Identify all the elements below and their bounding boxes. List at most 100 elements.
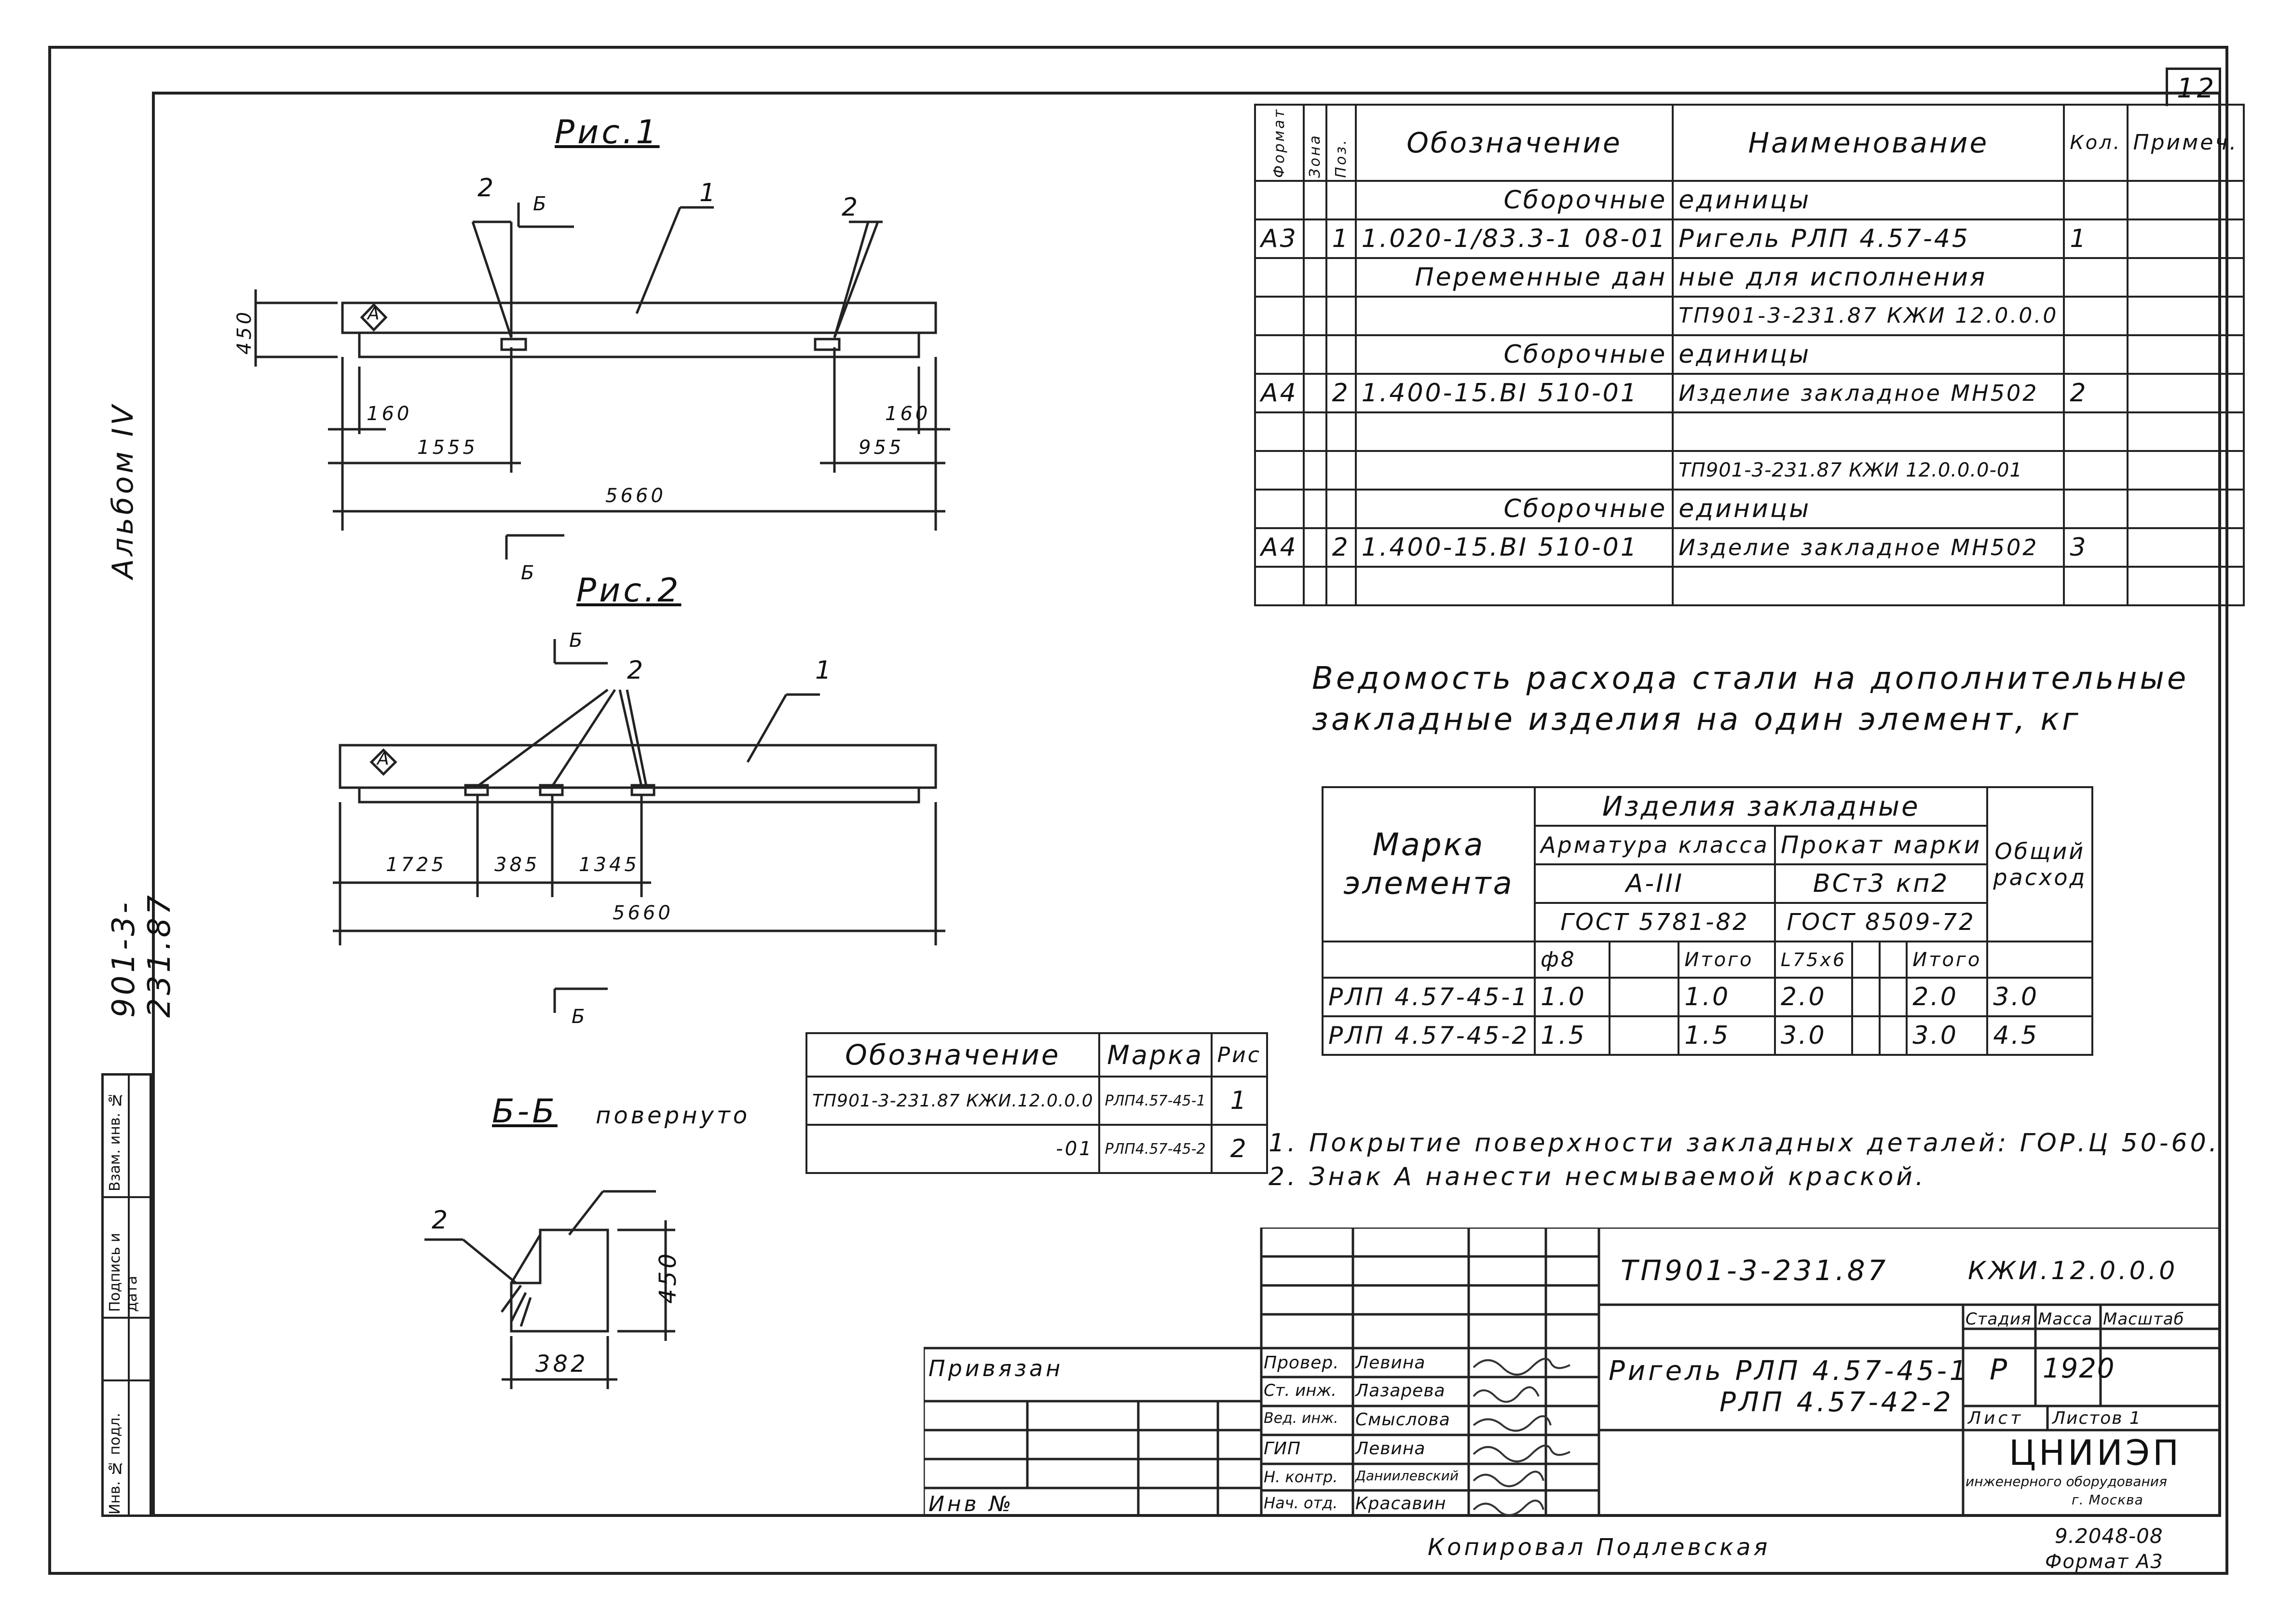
fig1-title: Рис.1 (555, 113, 660, 151)
spec-header-pos: Поз. (1326, 105, 1356, 181)
fig2-marker: А (377, 749, 389, 769)
steel-h-rebar-gost: ГОСТ 5781-82 (1534, 902, 1776, 942)
table-row (1254, 565, 2245, 606)
sheet-number: 12 (2177, 73, 2217, 104)
stamp-code: ТП901-3-231.87 (1621, 1254, 1889, 1287)
fig1-dim-right-edge: 160 (885, 403, 931, 425)
footer-copied: Копировал Подлевская (1428, 1534, 1771, 1561)
signatures (1473, 1358, 1570, 1516)
stamp-stage-h: Стадия (1965, 1310, 2032, 1329)
variants-h-fig: Рис (1210, 1032, 1268, 1078)
section-pos: 2 (432, 1206, 451, 1235)
stamp-stage: Р (1990, 1353, 2010, 1387)
signer-role-1: Провер. (1264, 1353, 1339, 1373)
signer-name-2: Лазарева (1355, 1381, 1446, 1401)
steel-h-rolled: Прокат марки (1774, 825, 1989, 865)
fig2-pos1: 1 (815, 656, 834, 685)
stamp-sheet-h: Лист (1968, 1408, 2024, 1428)
fig1-dim-height: 450 (233, 309, 256, 355)
fig2-beam-bottom (358, 786, 920, 804)
stamp-sheets-h: Листов 1 (2052, 1408, 2142, 1428)
drawing-frame (152, 92, 2221, 1517)
steel-h-rebar: Арматура класса (1534, 825, 1776, 865)
figures-drawing (254, 203, 950, 1389)
note-1: 1. Покрытие поверхности закладных детале… (1269, 1129, 2220, 1158)
variants-table: Обозначение Марка Рис ТП901-3-231.87 КЖИ… (805, 1032, 1268, 1174)
stamp-org-sub2: г. Москва (2072, 1492, 2143, 1508)
section-shape (510, 1228, 609, 1333)
spec-header-designation: Обозначение (1354, 104, 1674, 182)
fig1-pos2b: 2 (842, 193, 861, 222)
note-2: 2. Знак А нанести несмываемой краской. (1269, 1162, 1926, 1191)
table-row: -01 РЛП4.57-45-2 2 (805, 1124, 1268, 1174)
fig2-dim-2: 385 (494, 854, 540, 876)
fig2-title: Рис.2 (576, 572, 682, 610)
signer-name-5: Даниилевский (1355, 1468, 1459, 1484)
fig2-embed-3 (630, 784, 655, 796)
fig1-pos2a: 2 (478, 174, 497, 203)
fig1-cut-top: Б (533, 193, 549, 215)
steel-h-rolled-grade: ВСт3 кп2 (1774, 863, 1989, 904)
fig1-pos1: 1 (699, 178, 719, 207)
fig2-dim-total: 5660 (613, 902, 673, 924)
spec-header-zone: Зона (1303, 105, 1326, 181)
section-note: повернуто (596, 1102, 751, 1129)
signer-name-4: Левина (1355, 1439, 1426, 1459)
fig2-embed-2 (539, 784, 564, 796)
fig2-dim-1: 1725 (386, 854, 447, 876)
stamp-title-2: РЛП 4.57-42-2 (1719, 1387, 1954, 1418)
steel-h-mark: Марка элемента (1321, 786, 1536, 942)
variants-h-designation: Обозначение (805, 1032, 1100, 1078)
table-row: ТП901-3-231.87 КЖИ 12.0.0.0-01 (1254, 450, 2245, 491)
outer-frame (48, 46, 2228, 1575)
steel-h-items: Изделия закладные (1534, 786, 1989, 827)
fig2-cut-bottom: Б (572, 1006, 588, 1028)
steel-title-2: закладные изделия на один элемент, кг (1312, 702, 2081, 737)
variants-h-mark: Марка (1098, 1032, 1213, 1078)
spec-header-name: Наименование (1672, 104, 2065, 182)
stamp-scale-h: Масштаб (2103, 1310, 2184, 1329)
stamp-mass: 1920 (2043, 1353, 2115, 1384)
footer-format: Формат А3 (2045, 1551, 2164, 1573)
spec-header-note: Примеч. (2126, 104, 2245, 182)
fig1-embed-left (500, 338, 527, 351)
steel-h-total: Общий расход (1986, 786, 2094, 942)
stamp-org-sub1: инженерного оборудования (1965, 1474, 2167, 1489)
table-row: ТП901-3-231.87 КЖИ.12.0.0.0 РЛП4.57-45-1… (805, 1076, 1268, 1126)
fig1-dim-left: 1555 (417, 437, 478, 459)
signer-name-1: Левина (1355, 1353, 1426, 1373)
fig2-cut-top: Б (569, 629, 586, 652)
section-title: Б-Б (492, 1092, 558, 1131)
title-block: ТП901-3-231.87 КЖИ.12.0.0.0 Ригель РЛП 4… (924, 1228, 2221, 1517)
section-dim-width: 382 (535, 1351, 588, 1378)
steel-table: Марка элемента Изделия закладные Общий р… (1321, 786, 2094, 1056)
fig1-cut-bottom: Б (521, 562, 537, 584)
steel-title-1: Ведомость расхода стали на дополнительны… (1312, 661, 2189, 696)
spec-header-qty: Кол. (2063, 104, 2129, 182)
fig2-dim-3: 1345 (579, 854, 640, 876)
fig2-pos2: 2 (627, 656, 646, 685)
table-row (1254, 411, 2245, 452)
fig1-marker: А (368, 304, 380, 324)
stamp-org: ЦНИИЭП (2009, 1433, 2182, 1473)
signer-role-3: Вед. инж. (1264, 1410, 1338, 1427)
signer-role-4: ГИП (1264, 1439, 1301, 1459)
fig1-dim-left-edge: 160 (367, 403, 412, 425)
fig1-marker-shape (360, 303, 388, 332)
sheet-number-box: 12 (2166, 68, 2221, 106)
stamp-title-1: Ригель РЛП 4.57-45-1 (1609, 1355, 1970, 1387)
stamp-mass-h: Масса (2038, 1310, 2093, 1329)
fig1-embed-right (814, 338, 841, 351)
spec-header-format: Формат (1255, 105, 1304, 181)
fig2-embed-1 (464, 784, 489, 796)
side-stamp: Инв. № подл. Подпись и дата Взам. инв. № (101, 1073, 152, 1517)
fig1-dim-total: 5660 (605, 485, 666, 507)
signer-role-2: Ст. инж. (1264, 1381, 1337, 1400)
